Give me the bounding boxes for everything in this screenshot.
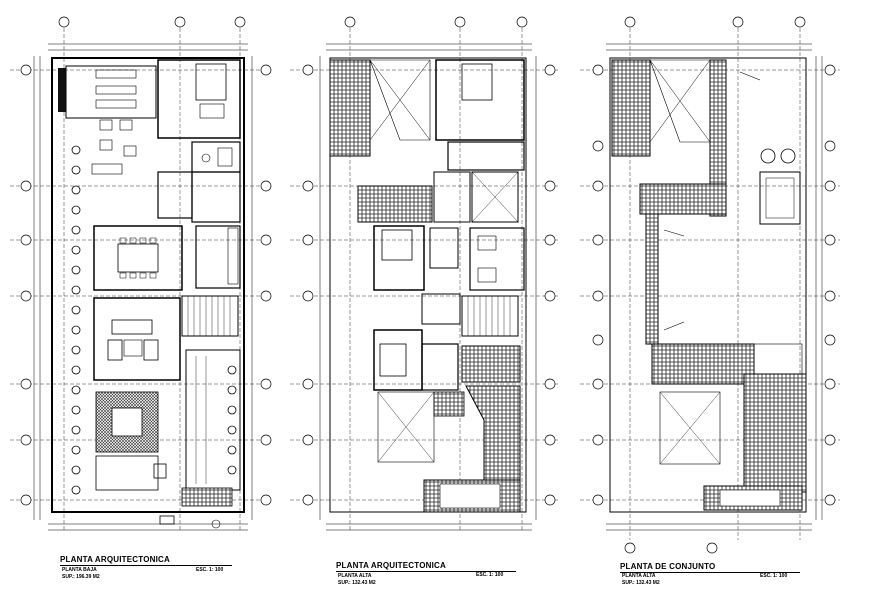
plan-1-scale: ESC. 1: 100 bbox=[196, 567, 224, 573]
plan-3-area: SUP.: 132.43 M2 bbox=[622, 580, 660, 586]
plan-3-level: PLANTA ALTA bbox=[622, 573, 656, 579]
plan-site bbox=[580, 16, 840, 554]
plan-3-title-rule bbox=[620, 572, 800, 573]
plan-2-scale: ESC. 1: 100 bbox=[476, 572, 504, 578]
plan-3-title: PLANTA DE CONJUNTO bbox=[620, 562, 716, 571]
plan-upper-floor bbox=[290, 16, 560, 531]
plan-1-level: PLANTA BAJA bbox=[62, 567, 97, 573]
plan-1-title: PLANTA ARQUITECTONICA bbox=[60, 555, 170, 564]
grid-axes bbox=[10, 28, 270, 530]
plan-2-title: PLANTA ARQUITECTONICA bbox=[336, 561, 446, 570]
plan-ground-floor bbox=[10, 16, 272, 531]
plan-2-title-rule bbox=[336, 571, 516, 572]
plan-1-title-rule bbox=[60, 565, 232, 566]
plan-2-area: SUP.: 132.43 M2 bbox=[338, 580, 376, 586]
plan-1-area: SUP.: 196.39 M2 bbox=[62, 574, 100, 580]
plan-3-scale: ESC. 1: 100 bbox=[760, 573, 788, 579]
plan-2-level: PLANTA ALTA bbox=[338, 573, 372, 579]
grid-bubbles bbox=[20, 16, 272, 506]
